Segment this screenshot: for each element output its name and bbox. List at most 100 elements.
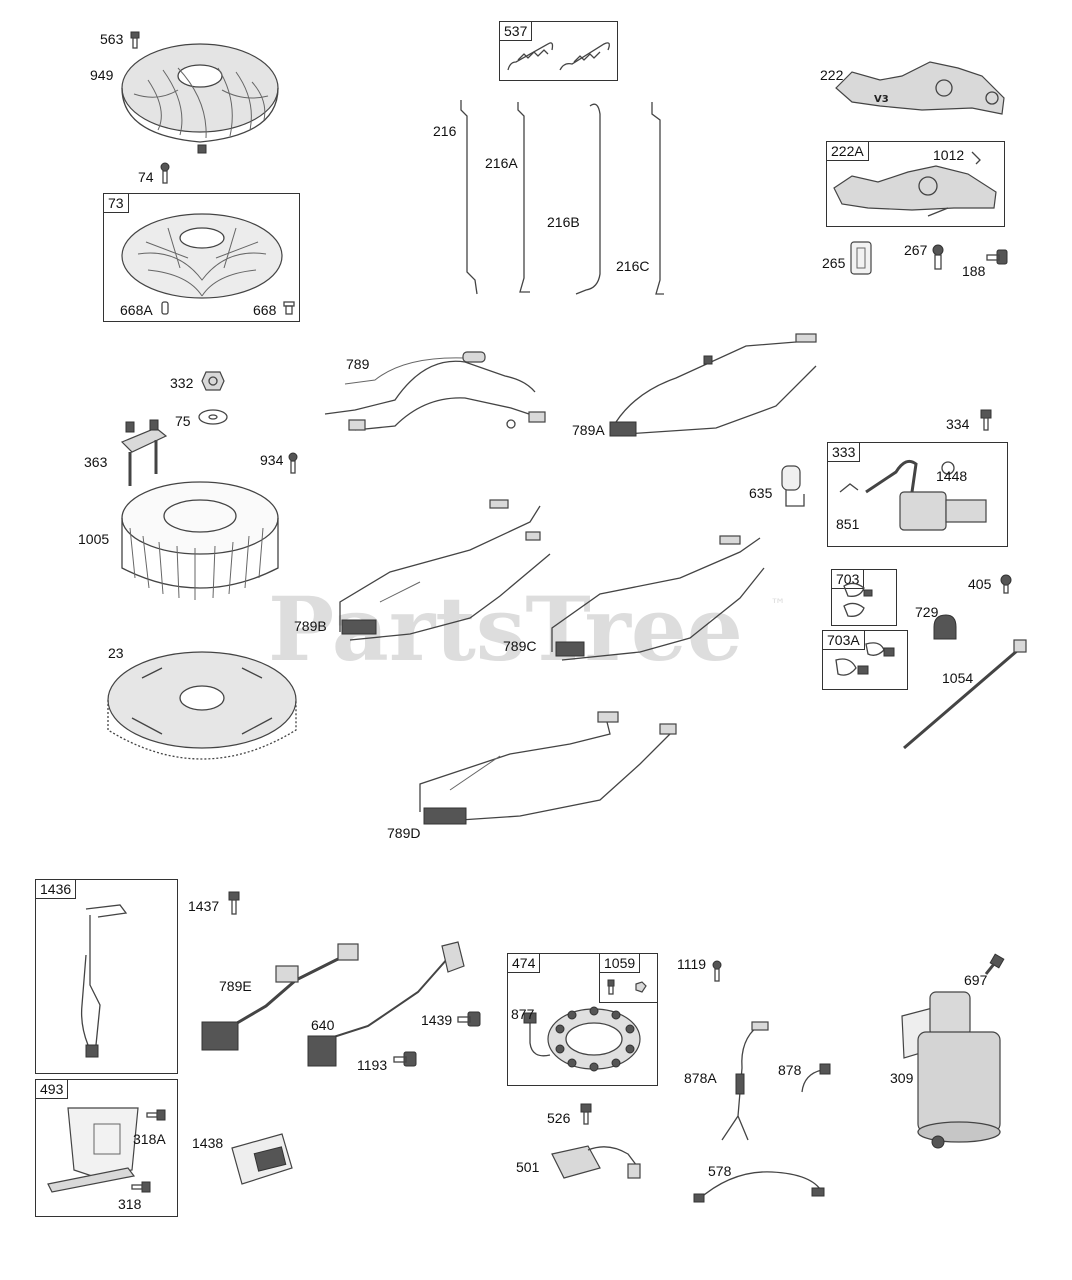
box-222a: 222A bbox=[826, 141, 1005, 227]
wiring-harness-icon-789d bbox=[419, 711, 677, 825]
label-318: 318 bbox=[118, 1196, 142, 1212]
cap-icon-729 bbox=[933, 614, 957, 640]
box-333: 333 bbox=[827, 442, 1008, 547]
label-216b: 216B bbox=[547, 214, 580, 230]
screw-icon-318a bbox=[146, 1109, 166, 1121]
screw-icon-1059 bbox=[607, 979, 647, 995]
starter-motor-icon bbox=[901, 991, 1001, 1149]
label-668: 668 bbox=[253, 302, 277, 318]
module-icon-1438 bbox=[231, 1133, 293, 1185]
wiring-harness-icon-789b bbox=[339, 499, 551, 641]
label-1438: 1438 bbox=[192, 1135, 224, 1151]
block-icon-363 bbox=[120, 419, 168, 486]
wiring-harness-icon-789e bbox=[201, 943, 359, 1051]
screw-icon-1439 bbox=[457, 1011, 481, 1027]
label-332: 332 bbox=[170, 375, 194, 391]
label-1012: 1012 bbox=[933, 147, 965, 163]
screw-icon-563 bbox=[130, 31, 140, 49]
label-1439: 1439 bbox=[421, 1012, 453, 1028]
box-tag-703a: 703A bbox=[823, 631, 865, 650]
box-tag-73: 73 bbox=[104, 194, 129, 213]
label-1193: 1193 bbox=[357, 1057, 388, 1073]
clamp-icon-703 bbox=[843, 582, 873, 617]
label-934: 934 bbox=[260, 452, 284, 468]
label-878a: 878A bbox=[684, 1070, 717, 1086]
label-1119: 1119 bbox=[677, 956, 707, 972]
label-1437: 1437 bbox=[188, 898, 220, 914]
label-1448: 1448 bbox=[936, 468, 968, 484]
label-635: 635 bbox=[749, 485, 773, 501]
label-1005: 1005 bbox=[78, 531, 110, 547]
label-216c: 216C bbox=[616, 258, 650, 274]
label-789a: 789A bbox=[572, 422, 605, 438]
wiring-harness-icon-640 bbox=[307, 941, 465, 1067]
clip-icon-265 bbox=[850, 241, 872, 275]
screw-icon-318 bbox=[131, 1181, 151, 1193]
rotating-screen-icon bbox=[121, 213, 283, 299]
flywheel-fan-icon bbox=[121, 481, 279, 600]
label-851: 851 bbox=[836, 516, 860, 532]
box-tag-333: 333 bbox=[828, 443, 861, 462]
ignition-coil-icon bbox=[839, 459, 987, 531]
screw-icon-1437 bbox=[228, 891, 240, 915]
label-75: 75 bbox=[175, 413, 191, 429]
label-188: 188 bbox=[962, 263, 986, 279]
svg-text:V3: V3 bbox=[874, 94, 889, 105]
label-789c: 789C bbox=[503, 638, 537, 654]
watermark-trademark: ™ bbox=[770, 595, 786, 614]
label-789b: 789B bbox=[294, 618, 327, 634]
screw-icon-74 bbox=[160, 162, 170, 184]
label-578: 578 bbox=[708, 1163, 732, 1179]
box-493: 493 bbox=[35, 1079, 178, 1217]
wire-icon-878a bbox=[721, 1021, 769, 1141]
label-405: 405 bbox=[968, 576, 992, 592]
box-tag-474: 474 bbox=[508, 954, 541, 973]
wiring-harness-icon-789a bbox=[609, 333, 817, 437]
wiring-harness-icon-789c bbox=[551, 535, 765, 661]
label-668a: 668A bbox=[120, 302, 153, 318]
nut-icon-332 bbox=[201, 371, 225, 391]
screw-icon-405 bbox=[1000, 574, 1012, 594]
screw-icon-1193 bbox=[393, 1051, 417, 1067]
box-tag-222a: 222A bbox=[827, 142, 869, 161]
box-1059: 1059 bbox=[599, 953, 658, 1003]
label-222: 222 bbox=[820, 67, 844, 83]
cable-icon-578 bbox=[693, 1171, 825, 1203]
bracket-icon-222a bbox=[833, 165, 997, 217]
wiring-harness-icon-789 bbox=[324, 351, 546, 431]
label-729: 729 bbox=[915, 604, 939, 620]
wire-icon-878 bbox=[801, 1063, 831, 1093]
label-563: 563 bbox=[100, 31, 124, 47]
screw-icon-1119 bbox=[712, 960, 722, 982]
screw-icon-334 bbox=[980, 409, 992, 431]
box-703a: 703A bbox=[822, 630, 908, 690]
clamp-icon-703a bbox=[835, 642, 895, 676]
label-878: 878 bbox=[778, 1062, 802, 1078]
screw-icon-1012 bbox=[971, 151, 981, 165]
bracket-icon-222: V3 bbox=[835, 61, 1005, 115]
rod-icon-216c bbox=[651, 102, 664, 295]
label-1054: 1054 bbox=[942, 670, 974, 686]
label-789e: 789E bbox=[219, 978, 252, 994]
label-640: 640 bbox=[311, 1017, 335, 1033]
pin-icon-668a bbox=[161, 301, 169, 315]
bracket-icon-493 bbox=[47, 1107, 139, 1193]
screw-icon-526 bbox=[580, 1103, 592, 1125]
label-334: 334 bbox=[946, 416, 970, 432]
regulator-icon-501 bbox=[551, 1145, 641, 1179]
label-789: 789 bbox=[346, 356, 370, 372]
box-537: 537 bbox=[499, 21, 618, 81]
label-877: 877 bbox=[511, 1006, 535, 1022]
alternator-stator-icon bbox=[523, 1006, 641, 1072]
flywheel-icon bbox=[107, 651, 297, 760]
cable-tie-icon-1054 bbox=[903, 639, 1027, 750]
pin-icon-668 bbox=[283, 301, 295, 315]
rod-icon-216a bbox=[517, 102, 530, 293]
box-tag-493: 493 bbox=[36, 1080, 69, 1099]
box-1436: 1436 bbox=[35, 879, 178, 1074]
label-363: 363 bbox=[84, 454, 108, 470]
rod-icon-216b bbox=[575, 103, 601, 295]
spark-plug-boot-icon-635 bbox=[781, 465, 805, 507]
label-789d: 789D bbox=[387, 825, 421, 841]
